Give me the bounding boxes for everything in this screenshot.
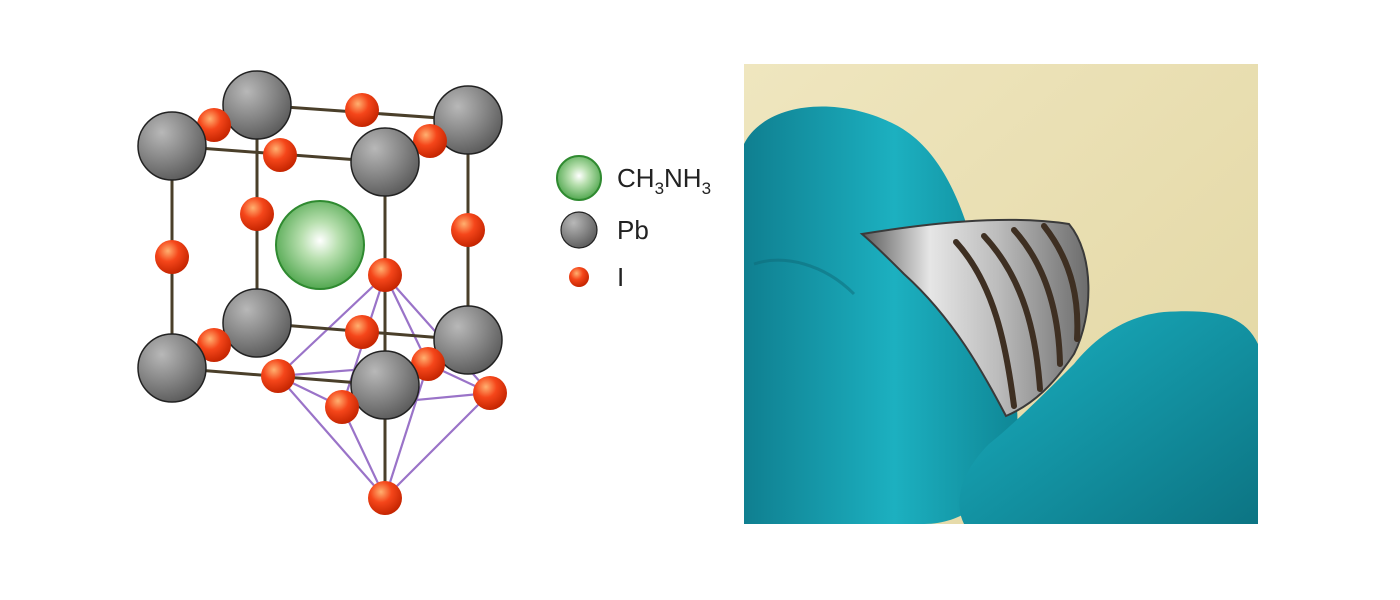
methylammonium-label: CH3NH3 — [617, 163, 712, 198]
flexible-solar-cell-photo — [744, 64, 1258, 524]
legend-item-iodide: I — [555, 262, 624, 292]
back-atoms — [222, 70, 503, 375]
lead-swatch — [560, 211, 598, 249]
front-atoms — [137, 108, 507, 515]
iodide-label: I — [617, 262, 625, 292]
legend: CH3NH3 Pb I — [555, 150, 745, 300]
methylammonium-cation — [275, 200, 365, 290]
perovskite-crystal-structure — [137, 70, 507, 515]
iodide-swatch — [569, 267, 589, 287]
legend-item-methylammonium: CH3NH3 — [555, 154, 711, 202]
lattice-bonds — [170, 103, 470, 500]
lead-label: Pb — [617, 215, 649, 245]
methylammonium-swatch — [556, 155, 602, 201]
legend-item-lead: Pb — [555, 210, 649, 250]
